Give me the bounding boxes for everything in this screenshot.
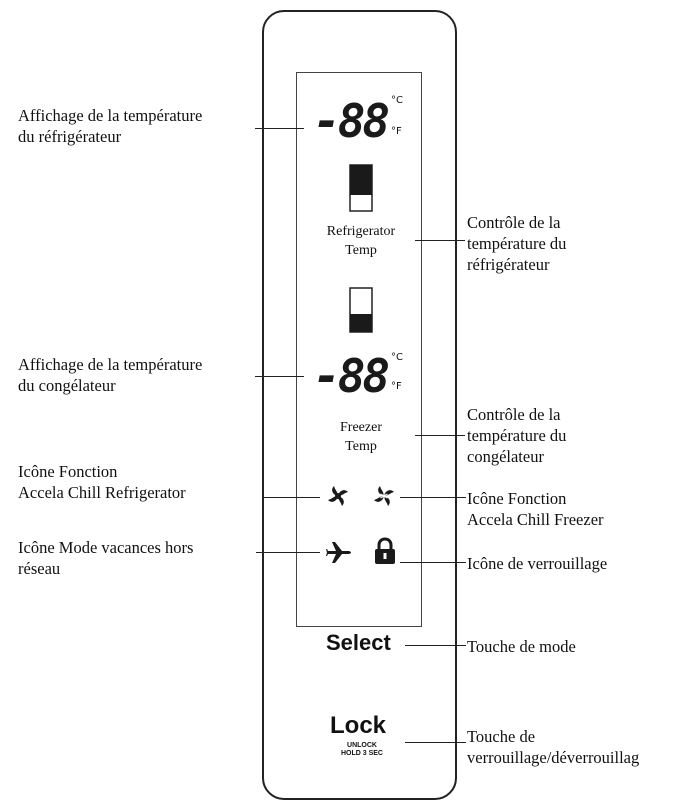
- callout-freezer-display: Affichage de la température du congélate…: [18, 355, 203, 395]
- callout-lock-key: Touche de verrouillage/déverrouillag: [467, 727, 640, 767]
- freezer-level-icon: [349, 287, 373, 333]
- leader-chill-fridge: [262, 497, 320, 498]
- freezer-temp-digits: -88: [313, 349, 390, 403]
- leader-lock-key: [405, 742, 466, 743]
- leader-fridge-control: [415, 240, 465, 241]
- fridge-temp-label-1: Refrigerator: [326, 224, 396, 239]
- callout-vacation: Icône Mode vacances hors réseau: [18, 538, 194, 578]
- select-button[interactable]: Select: [326, 630, 391, 655]
- freezer-temp-button[interactable]: Freezer Temp: [316, 418, 406, 456]
- lock-sub-2: HOLD 3 SEC: [340, 750, 383, 757]
- accela-chill-fridge-icon: [328, 486, 348, 506]
- callout-freezer-control: Contrôle de la température du congélateu…: [467, 405, 567, 466]
- accela-chill-freezer-icon: [374, 486, 394, 506]
- display-window: [296, 72, 422, 627]
- fridge-unit-c: °C: [391, 95, 403, 106]
- fridge-level-icon: [349, 164, 373, 212]
- callout-chill-freezer: Icône Fonction Accela Chill Freezer: [467, 489, 604, 529]
- freezer-temp-label-1: Freezer: [340, 420, 382, 435]
- airplane-icon: [326, 542, 351, 563]
- fridge-temp-label-2: Temp: [345, 243, 377, 258]
- callout-lock-icon: Icône de verrouillage: [467, 554, 608, 573]
- leader-vacation: [256, 552, 320, 553]
- lock-sub-1: UNLOCK: [347, 742, 377, 749]
- freezer-temp-label-2: Temp: [345, 439, 377, 454]
- leader-chill-freezer: [400, 497, 466, 498]
- freezer-unit-c: °C: [391, 352, 403, 363]
- callout-fridge-display: Affichage de la température du réfrigéra…: [18, 106, 203, 146]
- fridge-temp-button[interactable]: Refrigerator Temp: [316, 222, 406, 260]
- leader-freezer-control: [415, 435, 465, 436]
- padlock-icon: [375, 537, 395, 564]
- callout-fridge-control: Contrôle de la température du réfrigérat…: [467, 213, 567, 274]
- lock-button[interactable]: Lock UNLOCK HOLD 3 SEC: [326, 712, 396, 768]
- lock-label: Lock: [330, 712, 387, 739]
- leader-mode-key: [405, 645, 466, 646]
- freezer-unit-f: °F: [391, 381, 402, 392]
- leader-freezer-display: [255, 376, 304, 377]
- callout-chill-fridge: Icône Fonction Accela Chill Refrigerator: [18, 462, 186, 502]
- leader-lock-icon: [400, 562, 466, 563]
- fridge-unit-f: °F: [391, 126, 402, 137]
- callout-mode-key: Touche de mode: [467, 637, 576, 656]
- fridge-temp-digits: -88: [313, 94, 390, 148]
- leader-fridge-display: [255, 128, 304, 129]
